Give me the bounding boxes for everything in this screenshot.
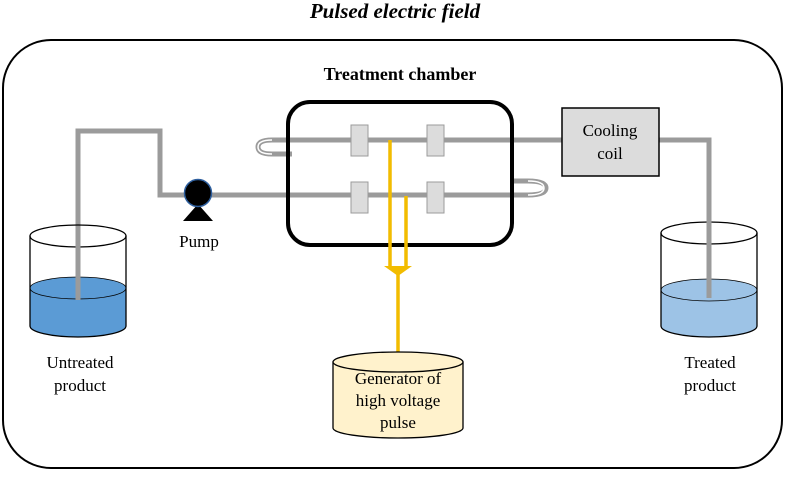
- treatment-chamber: [286, 100, 514, 247]
- cooling-coil-label-line2: coil: [597, 144, 623, 163]
- untreated-liquid: [30, 288, 126, 337]
- cooling-coil: [561, 107, 660, 177]
- generator-label-line3: pulse: [380, 413, 416, 432]
- pump-icon: [183, 178, 213, 208]
- chamber-label: Treatment chamber: [324, 64, 477, 84]
- treated-label-line2: product: [684, 376, 736, 395]
- untreated-beaker-body: [29, 236, 127, 338]
- cooling-coil-label-line1: Cooling: [583, 121, 638, 140]
- upper-pipe: [255, 137, 562, 157]
- pump: [183, 178, 213, 221]
- treated-label-line1: Treated: [684, 353, 736, 372]
- outlet-pipe: [659, 137, 712, 298]
- diagram-title: Pulsed electric field: [309, 0, 481, 23]
- pump-base-icon: [183, 204, 213, 221]
- pump-label: Pump: [179, 232, 219, 251]
- electrode-upper-right: [426, 124, 445, 157]
- electrode-upper-left: [350, 124, 369, 157]
- pipe-highlight: [257, 139, 545, 196]
- pulse-arrow-icon: [384, 266, 412, 276]
- untreated-label-line2: product: [54, 376, 106, 395]
- generator-top: [332, 351, 464, 373]
- pulse-lines: [388, 140, 408, 352]
- generator-label-line2: high voltage: [356, 391, 441, 410]
- untreated-beaker: [29, 224, 127, 338]
- electrode-lower-right: [426, 181, 445, 214]
- generator-body: [332, 362, 464, 439]
- treated-beaker-body: [660, 233, 758, 338]
- untreated-label-line1: Untreated: [46, 353, 114, 372]
- generator: [332, 351, 464, 439]
- generator-label-line1: Generator of: [355, 369, 442, 388]
- treated-liquid: [661, 290, 757, 337]
- treated-beaker: [660, 215, 758, 338]
- electrodes: [350, 124, 445, 214]
- outer-frame: [2, 39, 783, 469]
- electrode-lower-left: [350, 181, 369, 214]
